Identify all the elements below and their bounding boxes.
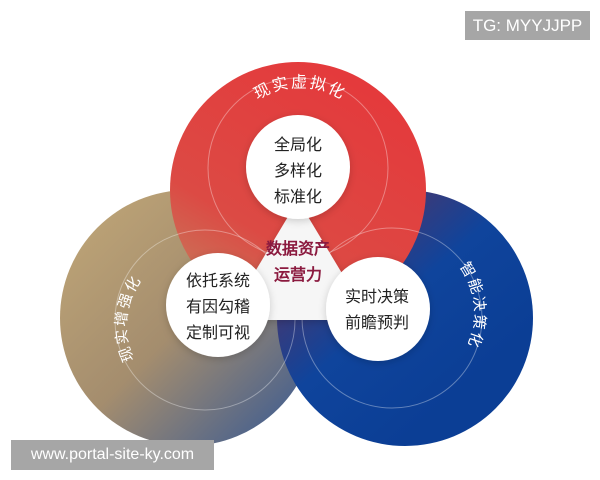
left-line-1: 依托系统 (186, 271, 250, 290)
watermark-top-right: TG: MYYJJPP (465, 11, 590, 40)
top-line-2: 多样化 (274, 161, 322, 180)
inner-circle-right (326, 257, 430, 361)
right-line-1: 实时决策 (345, 287, 409, 306)
top-line-3: 标准化 (274, 187, 322, 206)
center-line-2: 运营力 (274, 265, 322, 284)
right-line-2: 前瞻预判 (345, 313, 409, 332)
watermark-bottom-left: www.portal-site-ky.com (11, 440, 214, 470)
center-line-1: 数据资产 (266, 239, 330, 258)
inner-circle-left (166, 253, 270, 357)
left-line-2: 有因勾稽 (186, 297, 250, 316)
left-line-3: 定制可视 (186, 323, 250, 342)
inner-circle-top (246, 115, 350, 219)
top-line-1: 全局化 (274, 135, 322, 154)
